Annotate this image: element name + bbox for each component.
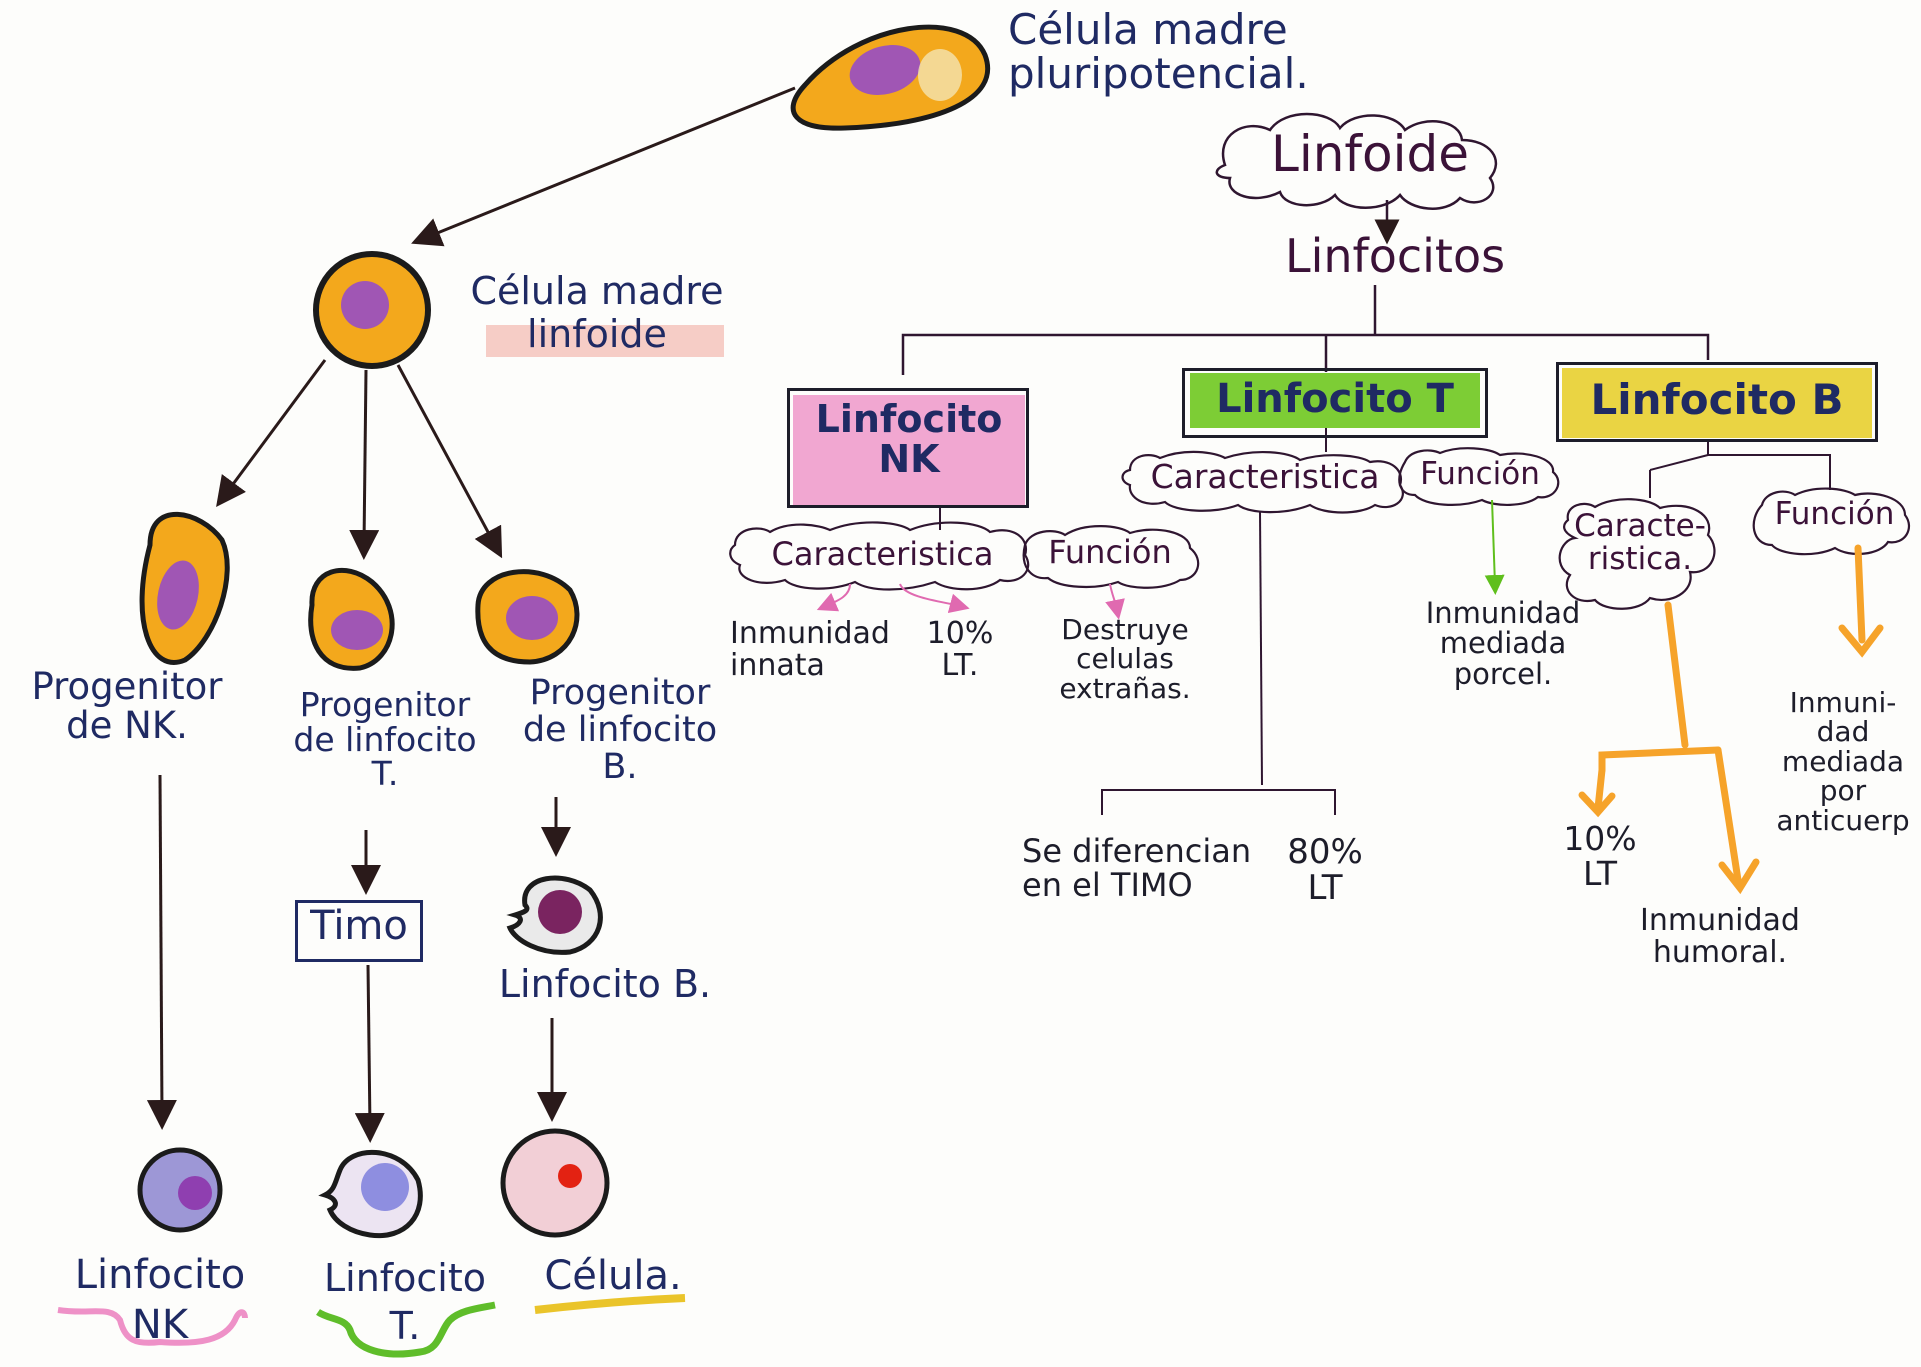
lymphoid-stem-cell-label-1: Célula madre xyxy=(470,269,724,313)
nk-caracteristica-label: Caracteristica xyxy=(771,535,994,573)
nk-progenitor-label: Progenitor de NK. xyxy=(31,665,223,747)
nk-funcion-cloud xyxy=(1022,525,1200,589)
t-caracteristica-label: Caracteristica xyxy=(1150,457,1380,496)
t-box-highlight xyxy=(1190,373,1480,428)
b-box-highlight xyxy=(1562,368,1872,438)
b-box-title: Linfocito B xyxy=(1590,375,1844,424)
t-funcion-label: Función xyxy=(1420,456,1540,492)
t-progenitor-label: Progenitor de linfocito T. xyxy=(293,685,477,794)
nk-underline xyxy=(57,1307,248,1346)
t-box xyxy=(1182,368,1488,438)
lymphoid-stem-cell-label-2: linfoide xyxy=(527,312,667,356)
t-underline xyxy=(316,1301,496,1358)
b-box xyxy=(1556,362,1878,442)
nk-pink-arrows xyxy=(816,583,1125,620)
t-inmunidad-text: Inmunidad mediada porcel. xyxy=(1425,596,1581,691)
b-porcentaje-text: 10% LT xyxy=(1563,819,1637,893)
pluripotent-stem-cell xyxy=(790,24,990,131)
b-humoral-text: Inmunidad humoral. xyxy=(1640,903,1800,970)
linfoide-cloud xyxy=(1215,112,1497,210)
celula-underline xyxy=(534,1294,686,1314)
linfoide-title: Linfoide xyxy=(1270,125,1470,183)
nk-lymphocyte-cell xyxy=(137,1147,223,1233)
b-funcion-label: Función xyxy=(1774,496,1895,532)
linfocitos-title: Linfocitos xyxy=(1284,229,1506,283)
b-caracteristica-label: Caracte- ristica. xyxy=(1574,508,1706,577)
b-funcion-text: Inmuni- dad mediada por anticuerp xyxy=(1776,688,1910,835)
timo-label: Timo xyxy=(310,903,408,949)
plasma-cell xyxy=(500,1128,610,1238)
t-progenitor-cell xyxy=(308,567,395,671)
t-funcion-cloud xyxy=(1398,447,1560,506)
t-caracteristica-cloud xyxy=(1121,450,1404,514)
b-caracteristica-cloud xyxy=(1558,498,1716,610)
t-box-title: Linfocito T xyxy=(1216,376,1454,422)
b-lymphocyte-cell xyxy=(506,875,603,955)
nk-funcion-text: Destruye celulas extrañas. xyxy=(1059,613,1191,705)
left-tree-arrows xyxy=(146,86,796,1143)
b-lymphocyte-label: Linfocito B. xyxy=(498,962,712,1006)
t-porcentaje-text: 80% LT xyxy=(1287,832,1363,908)
nk-box xyxy=(787,388,1029,508)
nk-funcion-label: Función xyxy=(1048,533,1172,571)
linfocitos-branches xyxy=(901,285,1710,375)
nk-caracteristica-cloud xyxy=(729,521,1030,591)
t-lymphocyte-label: Linfocito T. xyxy=(323,1256,487,1348)
t-lymphocyte-cell xyxy=(318,1149,423,1239)
b-orange-arrows xyxy=(1578,544,1884,895)
nk-box-title: Linfocito NK xyxy=(815,397,1003,481)
lymphoid-stem-cell xyxy=(313,251,431,369)
nk-inmunidad-text: Inmunidad innata xyxy=(730,616,890,683)
nk-porcentaje-text: 10% LT. xyxy=(926,616,994,683)
linfoide-highlight xyxy=(486,325,724,357)
nk-progenitor-cell xyxy=(139,511,230,665)
t-diferencian-text: Se diferencian en el TIMO xyxy=(1022,832,1252,904)
b-progenitor-cell xyxy=(475,569,580,665)
b-funcion-cloud xyxy=(1752,487,1911,556)
celula-label: Célula. xyxy=(544,1253,682,1299)
b-progenitor-label: Progenitor de linfocito B. xyxy=(522,673,718,787)
t-char-branch xyxy=(1101,511,1336,815)
timo-box xyxy=(295,900,423,962)
pluripotent-stem-cell-label: Célula madre pluripotencial. xyxy=(1008,5,1309,99)
nk-box-highlight xyxy=(793,395,1025,505)
nk-lymphocyte-label: Linfocito NK xyxy=(74,1252,246,1348)
